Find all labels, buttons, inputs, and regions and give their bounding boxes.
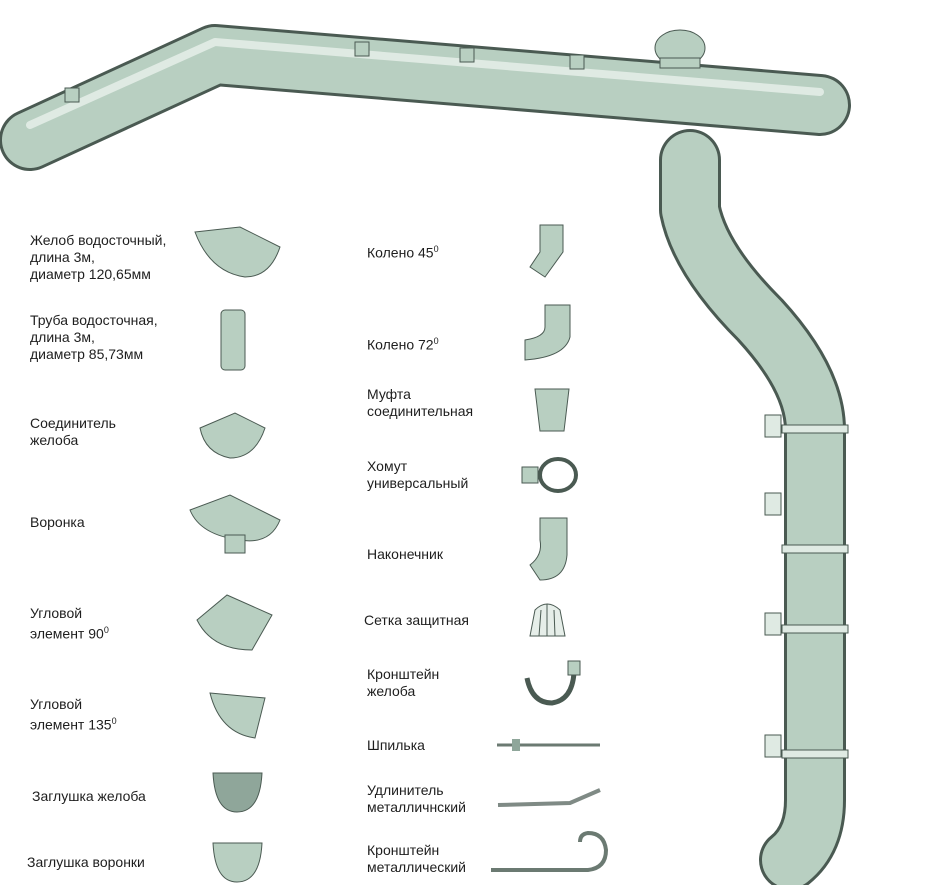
- label-funnel-cap: Заглушка воронки: [27, 854, 145, 870]
- clamp-icon: [521, 457, 578, 493]
- gutter-cap-icon: [212, 772, 263, 813]
- gutter-bracket-icon: [524, 660, 581, 706]
- leaf-guard-icon: [529, 603, 566, 637]
- stud-icon: [497, 739, 600, 751]
- metal-bracket-icon: [491, 830, 609, 872]
- gutter-connector-icon: [199, 412, 266, 459]
- label-gutter: Желоб водосточный,длина 3м,диаметр 120,6…: [30, 232, 167, 282]
- pipe-icon: [220, 309, 246, 371]
- corner-135-icon: [209, 692, 266, 739]
- coupling-icon: [534, 388, 570, 432]
- leaf-guard: [654, 29, 706, 69]
- pipe-clamps: [764, 414, 849, 759]
- elbow-45-icon: [529, 224, 564, 278]
- label-elbow-45: Колено 450: [367, 244, 439, 261]
- metal-extender-icon: [497, 788, 601, 807]
- gutter-brackets: [64, 41, 585, 103]
- label-gutter-cap: Заглушка желоба: [32, 788, 146, 804]
- funnel-icon: [189, 494, 281, 554]
- outlet-icon: [529, 517, 568, 581]
- gutter-icon: [194, 226, 281, 278]
- corner-90-icon: [196, 594, 273, 651]
- gutter-run: [0, 24, 851, 171]
- label-elbow-72: Колено 720: [367, 336, 439, 353]
- label-funnel: Воронка: [30, 514, 85, 530]
- label-outlet: Наконечник: [367, 546, 443, 562]
- elbow-72-icon: [524, 304, 571, 361]
- funnel-cap-icon: [212, 842, 263, 883]
- label-downpipe: Труба водосточная,длина 3м,диаметр 85,73…: [30, 312, 158, 362]
- label-leaf-guard: Сетка защитная: [364, 612, 470, 628]
- label-stud: Шпилька: [367, 737, 425, 753]
- downpipe: [659, 129, 846, 885]
